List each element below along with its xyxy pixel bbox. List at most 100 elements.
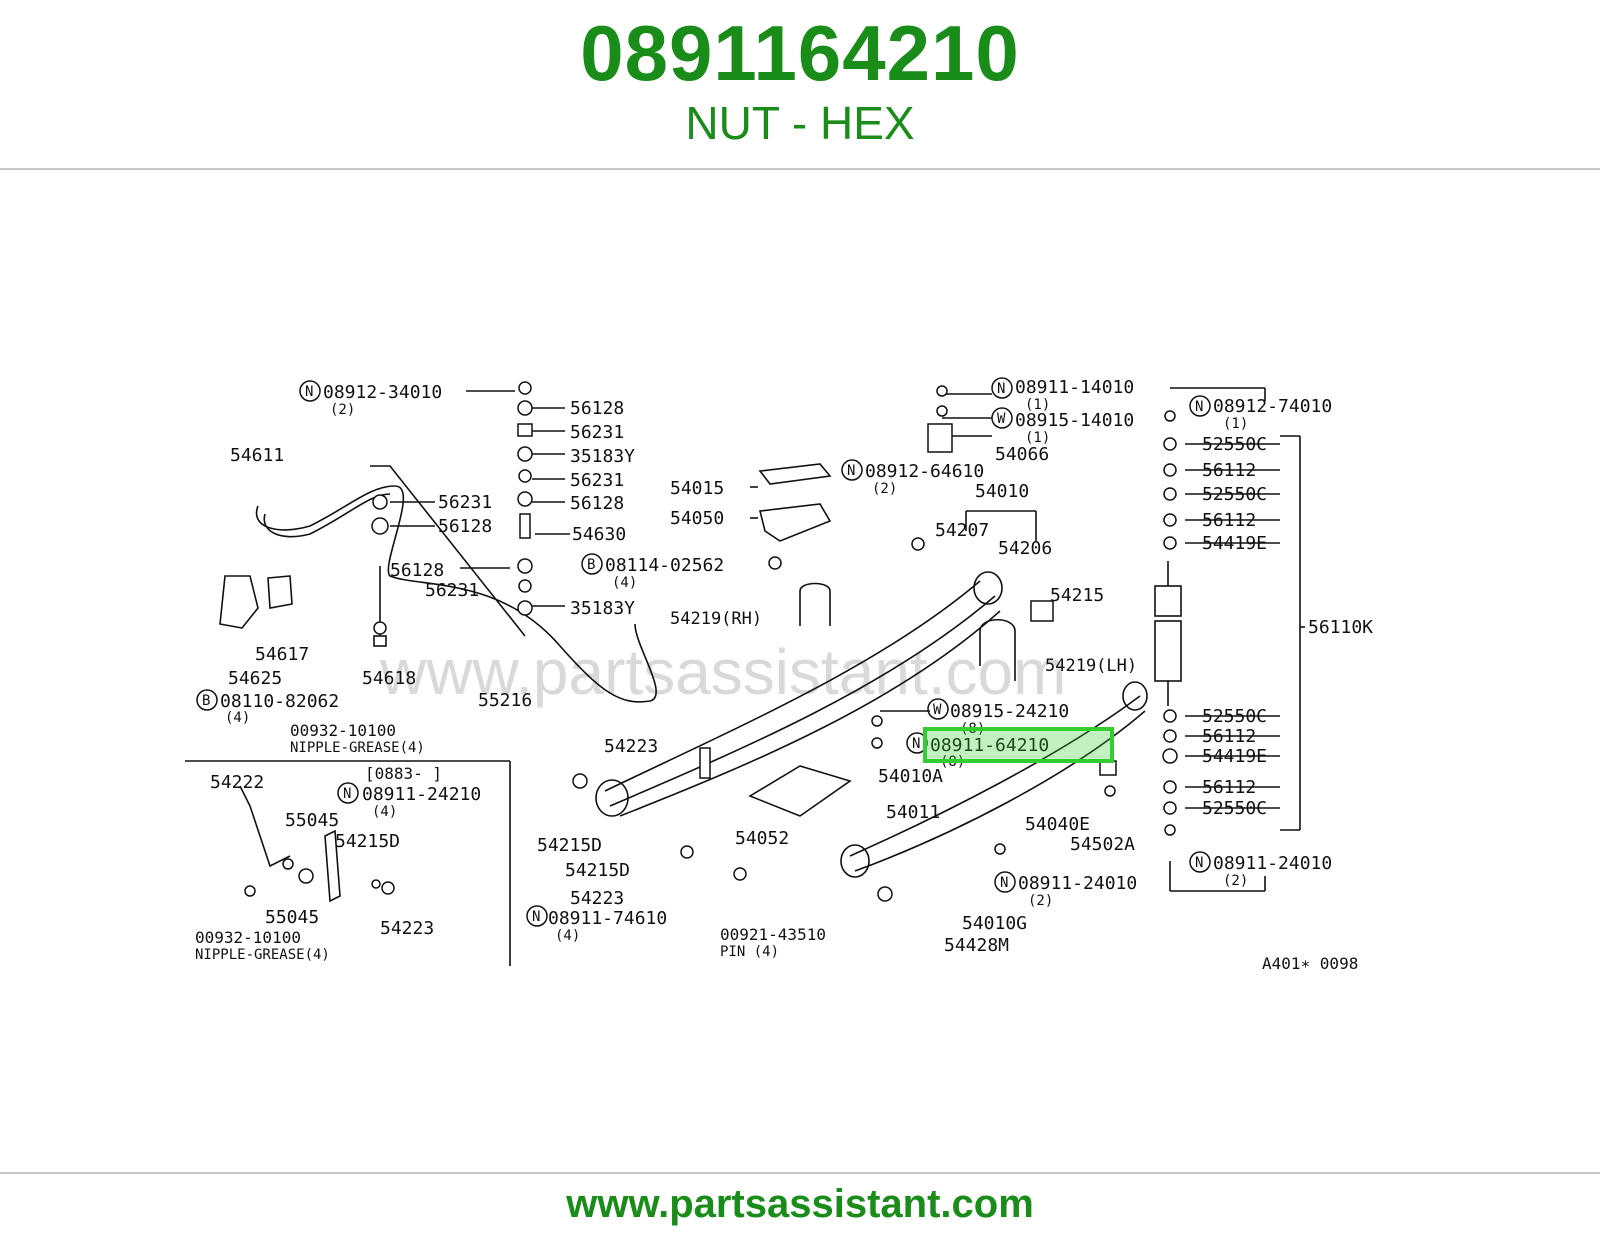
part-label: 00932-10100 (195, 928, 301, 947)
n-code-letter: N (305, 384, 313, 400)
part-label: 56128 (438, 516, 492, 537)
shock-absorber-upper (1154, 585, 1182, 617)
part-label: 54223 (570, 888, 624, 909)
part-label: 54223 (604, 736, 658, 757)
part-label: 54630 (572, 524, 626, 545)
part-label: 54010A (878, 766, 943, 787)
leaf-spring-right (849, 695, 1141, 857)
part-label: 54206 (998, 538, 1052, 559)
part-label: 54040E (1025, 814, 1090, 835)
n-code-letter: N (532, 909, 540, 925)
part-label: 54207 (935, 520, 989, 541)
part-label: 54219(LH) (1045, 656, 1137, 676)
date-range-label: [0883- ] (365, 764, 442, 783)
bump-stopper-pad (758, 463, 832, 485)
part-label: 08911-24210 (362, 784, 481, 805)
n-code-letter: N (847, 463, 855, 479)
part-label: 08114-02562 (605, 555, 724, 576)
part-label: 55045 (265, 907, 319, 928)
part-label: 56231 (438, 492, 492, 513)
part-label: 54502A (1070, 834, 1135, 855)
part-label: 54015 (670, 478, 724, 499)
part-label: 35183Y (570, 446, 635, 467)
n-code-letter: N (912, 736, 920, 752)
selected-part-highlight[interactable] (923, 727, 1114, 763)
figure-code: A401∗ 0098 (1262, 954, 1358, 973)
part-label: 08911-14010 (1015, 377, 1134, 398)
part-note: NIPPLE-GREASE(4) (195, 947, 330, 963)
n-code-letter: N (997, 381, 1005, 397)
part-label: 55216 (478, 690, 532, 711)
quantity-label: (2) (1028, 893, 1053, 909)
footer-site-link[interactable]: www.partsassistant.com (566, 1182, 1034, 1226)
part-name-subtitle: NUT - HEX (685, 97, 915, 149)
b-code-letter: B (202, 693, 210, 709)
part-label: 56231 (425, 580, 479, 601)
part-label: 08912-64610 (865, 461, 984, 482)
quantity-label: (4) (372, 804, 397, 820)
part-label: 54419E (1202, 533, 1267, 554)
part-label: 54618 (362, 668, 416, 689)
part-label: 52550C (1202, 706, 1267, 727)
part-label: 54223 (380, 918, 434, 939)
part-label: 56128 (570, 398, 624, 419)
part-label: 54611 (230, 445, 284, 466)
part-label: 08911-74610 (548, 908, 667, 929)
part-label: 54010G (962, 913, 1027, 934)
leaf-spring-left (604, 580, 981, 792)
u-bolt-lh (979, 619, 1016, 681)
shock-absorber-lower (1154, 620, 1182, 682)
quantity-label: (2) (330, 402, 355, 418)
part-label: 56112 (1202, 510, 1256, 531)
part-label: 54219(RH) (670, 609, 762, 629)
part-label: 08911-24010 (1213, 853, 1332, 874)
part-label: 54011 (886, 802, 940, 823)
code-marker-letters: N B N B N N N W W N N N N (202, 381, 1203, 925)
part-label: 52550C (1202, 434, 1267, 455)
part-label: 54617 (255, 644, 309, 665)
part-label: 54010 (975, 481, 1029, 502)
code-markers (196, 377, 1211, 927)
part-label: 56112 (1202, 460, 1256, 481)
parts-diagram-svg: www.partsassistant.com (185, 377, 1373, 973)
part-label: 56128 (390, 560, 444, 581)
part-label: 54215D (537, 835, 602, 856)
part-label: 54052 (735, 828, 789, 849)
part-label: 52550C (1202, 798, 1267, 819)
part-labels: 08912-34010 (2) 56128 56231 35183Y 56231… (195, 377, 1373, 973)
n-code-letter: N (343, 786, 351, 802)
spring-seat (748, 765, 852, 817)
parts-diagram: www.partsassistant.com (180, 336, 1420, 1016)
n-code-letter: N (1195, 855, 1203, 871)
part-label: 08911-64210 (930, 735, 1049, 756)
quantity-label: (1) (1025, 397, 1050, 413)
part-label: 08915-24210 (950, 701, 1069, 722)
header-divider (0, 168, 1600, 170)
part-label: 54428M (944, 935, 1009, 956)
stabilizer-bar (255, 485, 657, 703)
part-label: 08915-14010 (1015, 410, 1134, 431)
part-label: 56231 (570, 422, 624, 443)
u-bolt-rh (799, 582, 831, 626)
page-header: 0891164210 NUT - HEX (0, 0, 1600, 170)
part-label: 00932-10100 (290, 721, 396, 740)
stabilizer-bracket (219, 575, 259, 629)
part-note: NIPPLE-GREASE(4) (290, 740, 425, 756)
part-label: 00921-43510 (720, 925, 826, 944)
quantity-label: (2) (1223, 873, 1248, 889)
quantity-label: (1) (1025, 430, 1050, 446)
n-code-letter: N (1195, 399, 1203, 415)
w-code-letter: W (997, 411, 1006, 427)
part-label: 35183Y (570, 598, 635, 619)
diagram-watermark: www.partsassistant.com (379, 636, 1066, 708)
part-label: 56112 (1202, 726, 1256, 747)
diagram-artwork (185, 387, 1305, 966)
part-label: 56110K (1308, 617, 1373, 638)
part-label: 52550C (1202, 484, 1267, 505)
part-label: 08911-24010 (1018, 873, 1137, 894)
w-code-letter: W (933, 702, 942, 718)
part-label: 08110-82062 (220, 691, 339, 712)
part-label: 54215D (335, 831, 400, 852)
part-label: 55045 (285, 810, 339, 831)
part-label: 56231 (570, 470, 624, 491)
